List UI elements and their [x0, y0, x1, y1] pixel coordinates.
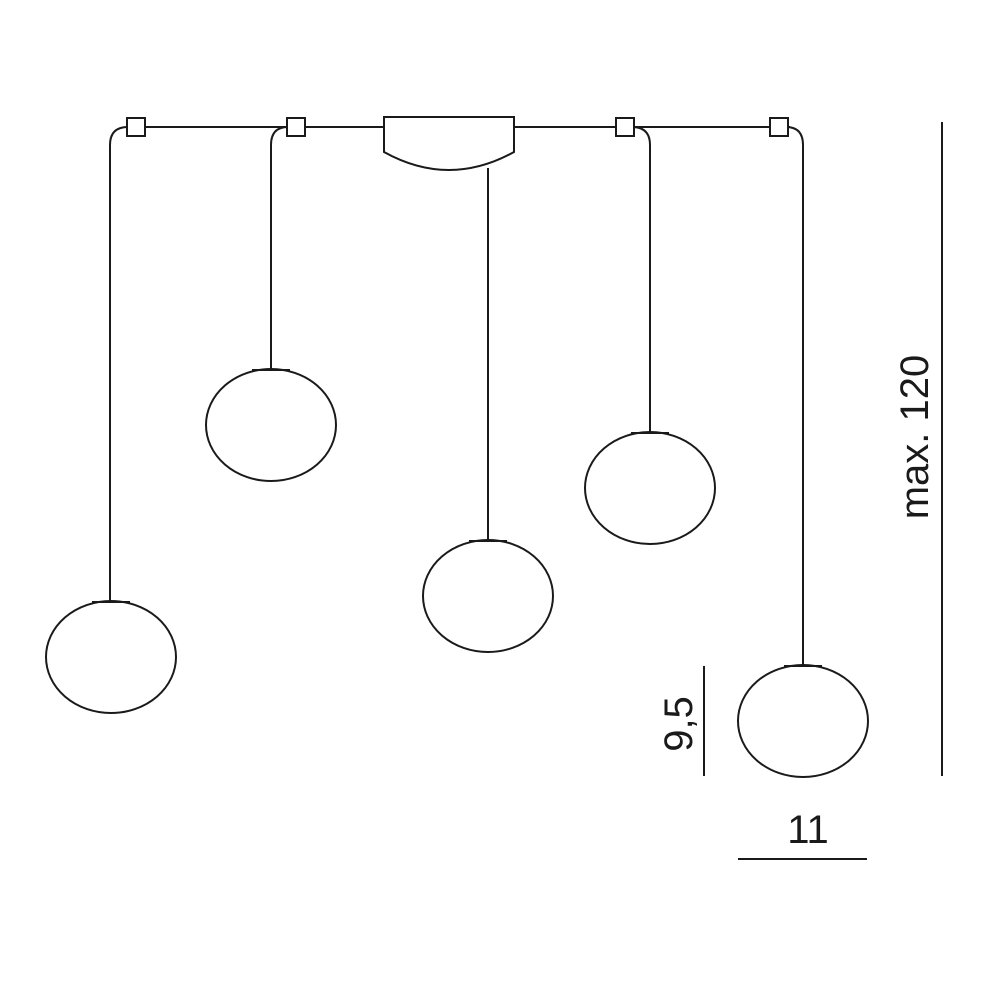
total-height-label: max. 120: [893, 355, 937, 520]
globe-5: [737, 664, 869, 778]
globe-3: [422, 539, 554, 653]
cable-4: [631, 126, 651, 433]
bracket-2: [286, 117, 306, 137]
cable-1: [109, 126, 129, 602]
bracket-1: [126, 117, 146, 137]
canopy: [383, 116, 515, 171]
bracket-4: [769, 117, 789, 137]
bracket-3: [615, 117, 635, 137]
globe-1: [45, 600, 177, 714]
cable-5: [785, 126, 804, 666]
globe-width-label: 11: [787, 808, 829, 852]
globe-2: [205, 368, 337, 482]
globe-4: [584, 431, 716, 545]
cable-2: [270, 126, 289, 370]
globe-height-label: 9,5: [657, 696, 701, 752]
